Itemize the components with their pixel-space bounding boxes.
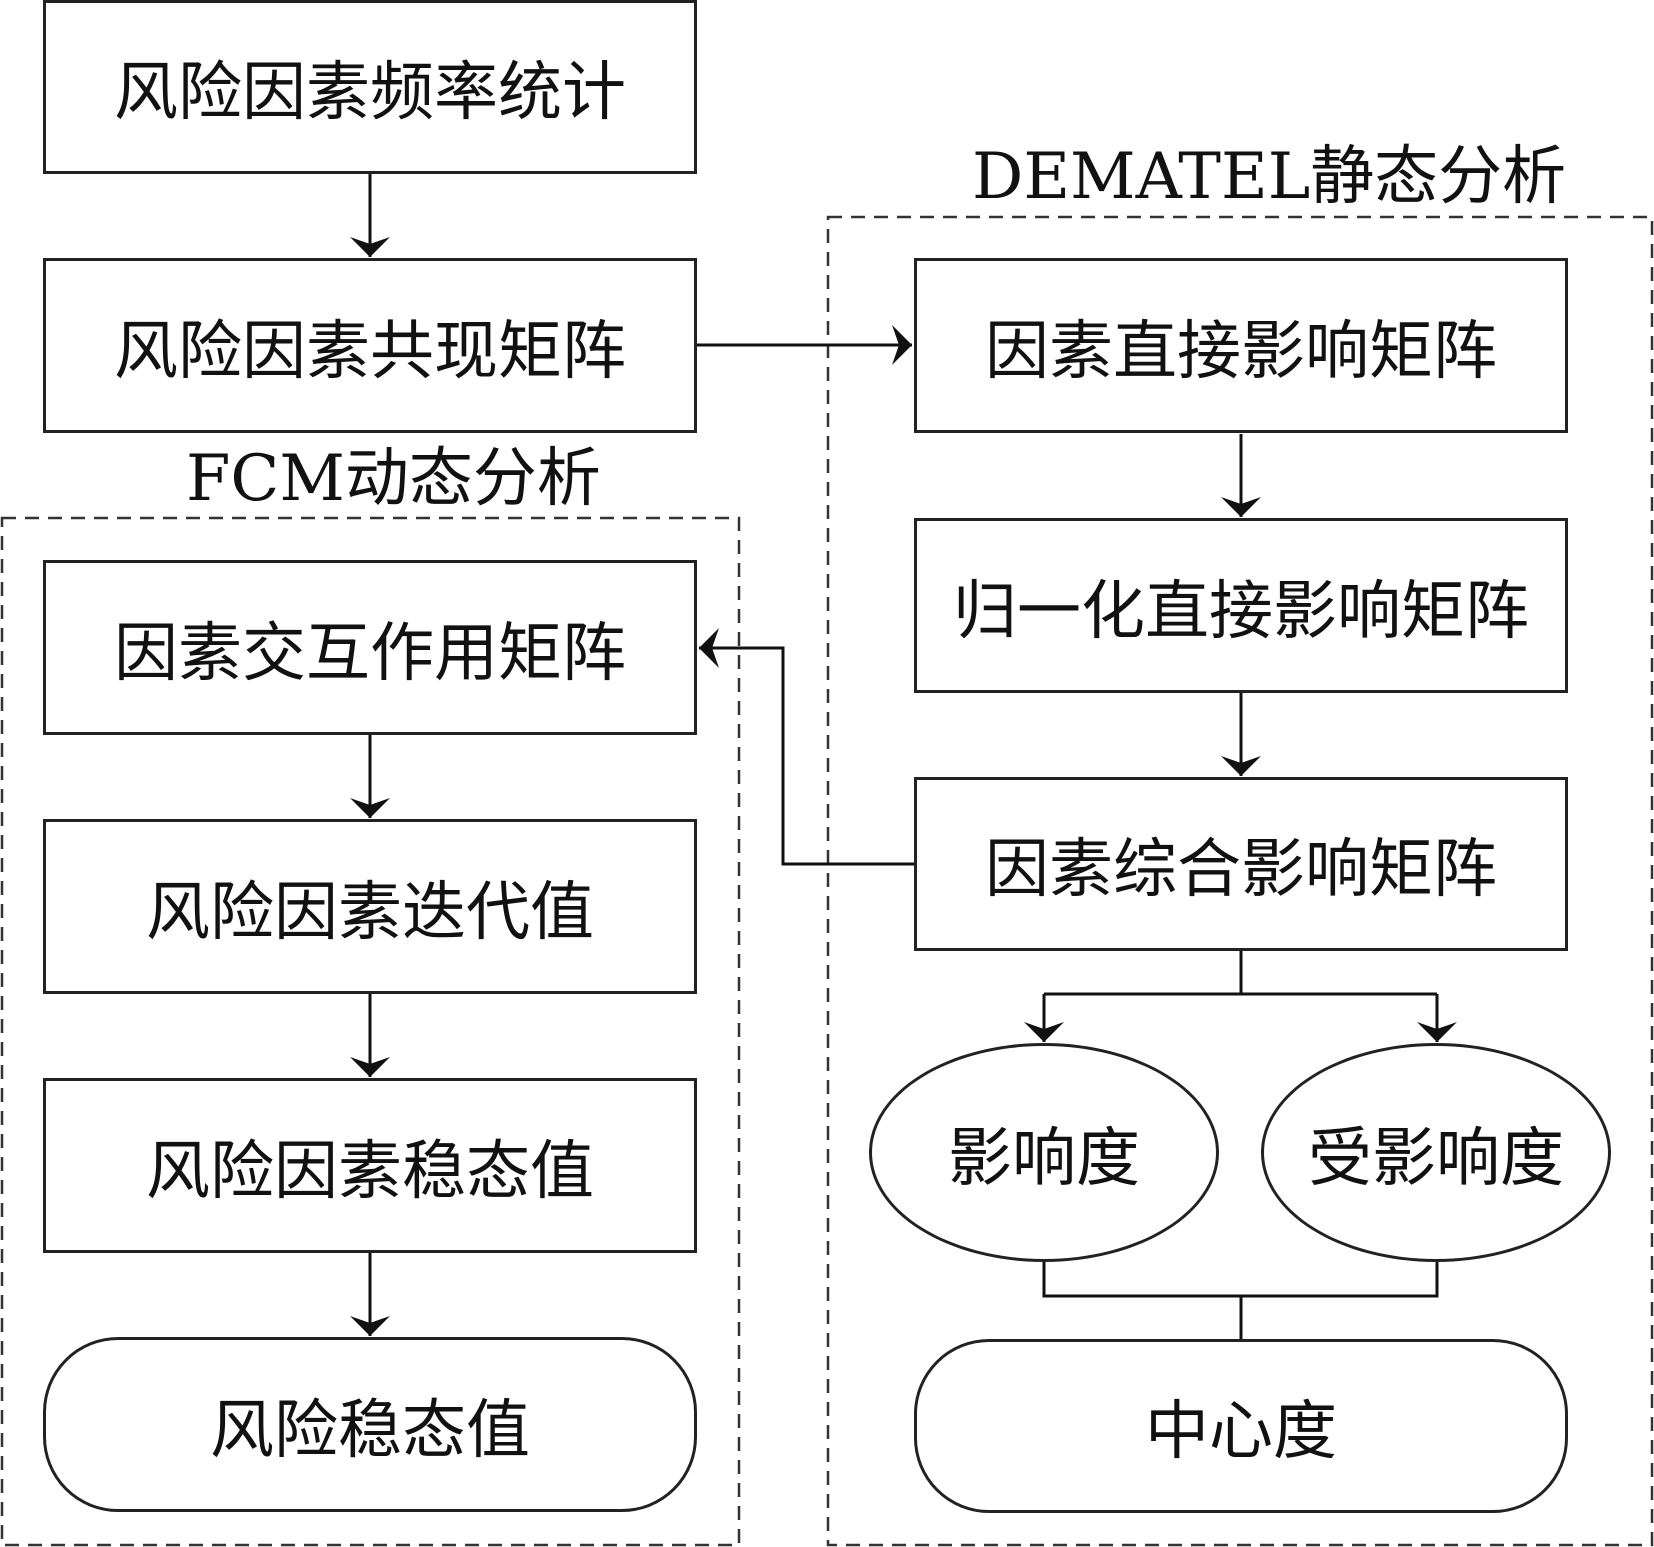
node-risk-steady-value: 风险稳态值	[43, 1337, 697, 1512]
node-direct-influence-matrix: 因素直接影响矩阵	[914, 258, 1568, 433]
node-frequency-statistics: 风险因素频率统计	[43, 0, 697, 174]
arrow-total-to-interaction	[699, 628, 914, 866]
node-total-influence-matrix: 因素综合影响矩阵	[914, 777, 1568, 951]
dematel-group-title: DEMATEL静态分析	[972, 140, 1567, 214]
fcm-group-frame	[0, 516, 741, 1547]
node-interaction-matrix: 因素交互作用矩阵	[43, 560, 697, 735]
fcm-group-title: FCM动态分析	[186, 442, 601, 516]
node-normalized-matrix: 归一化直接影响矩阵	[914, 518, 1568, 693]
line-merge	[1042, 1262, 1439, 1298]
node-centrality: 中心度	[914, 1339, 1568, 1513]
node-influence-degree: 影响度	[869, 1043, 1219, 1262]
node-factor-steady-value: 风险因素稳态值	[43, 1078, 697, 1253]
node-cooccurrence-matrix: 风险因素共现矩阵	[43, 258, 697, 433]
node-influenced-degree: 受影响度	[1261, 1043, 1611, 1262]
node-iteration-value: 风险因素迭代值	[43, 819, 697, 994]
dematel-group-frame	[826, 215, 1654, 1547]
